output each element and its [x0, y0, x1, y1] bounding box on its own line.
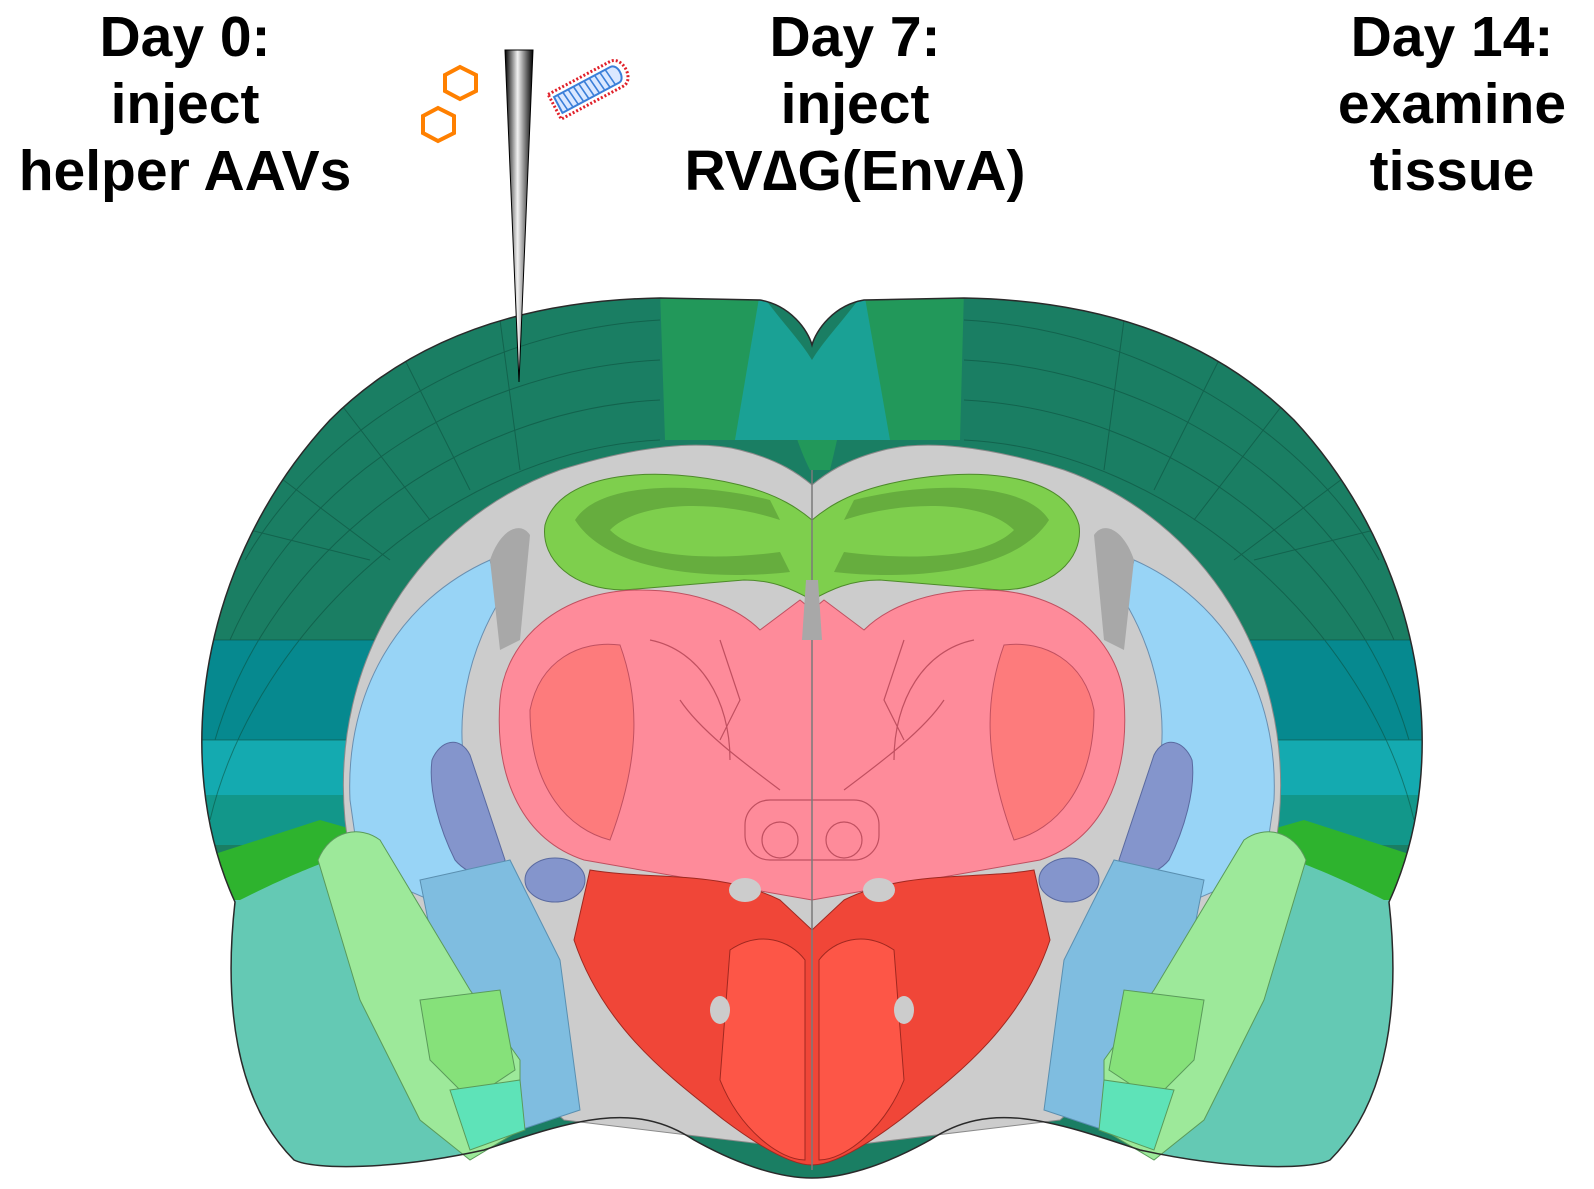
midbrain-right-nucleus [818, 938, 905, 1161]
step-day-0-line-2: inject [110, 72, 260, 136]
midline-teal-region [735, 298, 890, 440]
hippocampus-cellular-right [834, 487, 1049, 576]
thalamus-lateral-left [529, 643, 635, 841]
aav-hexagon-icon [443, 64, 478, 102]
third-ventricle [802, 580, 822, 640]
step-day-14-line-1: Day 14: [1350, 5, 1554, 69]
retrosplenial-region [660, 298, 964, 470]
step-day-7-line-2: inject [780, 72, 930, 136]
injection-needle-icon [504, 49, 534, 383]
hippocampus-cellular-left [575, 487, 790, 576]
nucleus-left [524, 857, 586, 903]
midbrain-left-nucleus [719, 938, 806, 1161]
midbrain-vessel-right [894, 996, 914, 1024]
step-day-0-label: Day 0: inject helper AAVs [0, 4, 370, 205]
nucleus-right [1038, 857, 1100, 903]
step-day-7-line-3: RV∆G(EnvA) [684, 139, 1026, 203]
cortex-grid [201, 319, 1423, 821]
ventricle-right [1094, 528, 1134, 650]
cortex-green-strip-right [1269, 820, 1423, 905]
step-day-14-label: Day 14: examine tissue [1310, 4, 1594, 205]
ventricle-left [490, 528, 530, 650]
aav-hexagon-icon [421, 105, 456, 144]
midbrain-vessel-left [710, 996, 730, 1024]
step-day-0-line-3: helper AAVs [18, 139, 352, 203]
brain-outline [201, 297, 1423, 1179]
grey-nub-left [729, 878, 761, 902]
step-day-0-line-1: Day 0: [99, 5, 271, 69]
grey-nub-right [863, 878, 895, 902]
cortical-amygdala-right [1098, 1079, 1175, 1151]
cortical-amygdala-left [449, 1079, 526, 1151]
cortex-green-strip-left [201, 820, 355, 905]
thalamus-lateral-right [989, 643, 1095, 841]
rabies-virus-icon [546, 58, 630, 122]
step-day-14-line-3: tissue [1369, 139, 1535, 203]
step-day-14-line-2: examine [1337, 72, 1567, 136]
step-day-7-label: Day 7: inject RV∆G(EnvA) [660, 4, 1050, 205]
step-day-7-line-1: Day 7: [769, 5, 941, 69]
